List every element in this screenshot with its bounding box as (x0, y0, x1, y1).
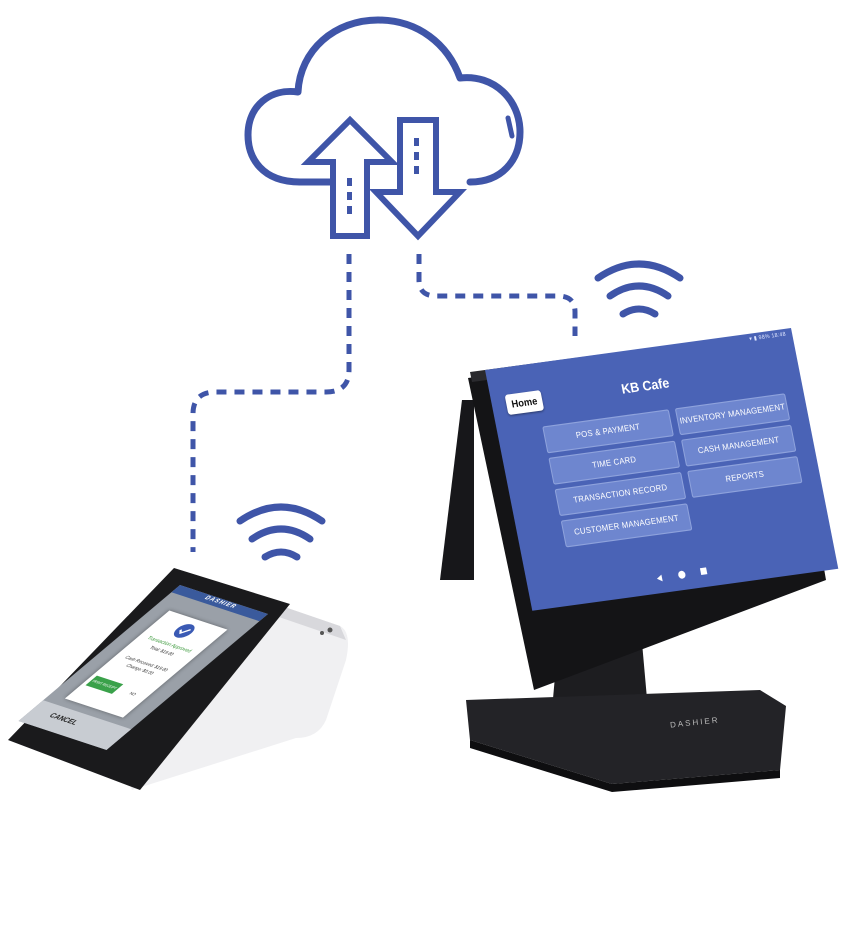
wifi-icon (236, 503, 326, 561)
print-receipt-button[interactable]: PRINT RECEIPT (85, 675, 124, 694)
connection-lines (190, 254, 578, 552)
transaction-dialog: Transaction Approved Total: $19.80 Cash … (64, 610, 228, 718)
wifi-icon (594, 260, 684, 318)
check-icon (169, 622, 199, 640)
handheld-screen: DASHIER Transaction Approved Total: $19.… (18, 585, 268, 750)
no-receipt-button[interactable]: NO (128, 690, 139, 697)
handheld-display: DASHIER Transaction Approved Total: $19.… (18, 585, 268, 750)
upload-arrow-icon (300, 115, 400, 239)
download-arrow-icon (368, 117, 468, 241)
